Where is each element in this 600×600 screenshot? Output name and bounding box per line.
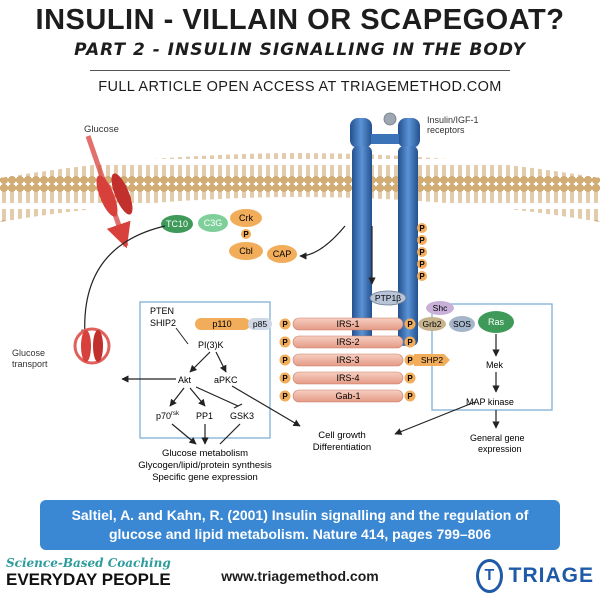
svg-text:P: P [243, 230, 249, 239]
svg-text:PI(3)K: PI(3)K [198, 340, 224, 350]
svg-text:P: P [407, 392, 413, 401]
svg-text:IRS-1: IRS-1 [336, 319, 359, 329]
svg-text:General gene: General gene [470, 433, 525, 443]
svg-text:Differentiation: Differentiation [313, 442, 371, 453]
svg-text:P: P [282, 392, 288, 401]
svg-text:P: P [419, 236, 425, 245]
svg-text:MAP kinase: MAP kinase [466, 397, 514, 407]
article-note: FULL ARTICLE OPEN ACCESS AT TRIAGEMETHOD… [98, 79, 502, 95]
svg-text:Cell growth: Cell growth [318, 430, 366, 441]
citation-line-1: Saltiel, A. and Kahn, R. (2001) Insulin … [71, 507, 529, 523]
svg-text:SHIP2: SHIP2 [150, 318, 176, 328]
svg-text:CAP: CAP [273, 249, 292, 259]
irs-proteins: P IRS-1 P P IRS-2 P P IRS-3 P P IRS-4 P … [279, 317, 416, 403]
svg-text:Glucose metabolism: Glucose metabolism [162, 448, 248, 459]
svg-text:GSK3: GSK3 [230, 411, 254, 421]
svg-text:P: P [407, 374, 413, 383]
insulin-receptor [350, 112, 420, 346]
svg-text:PTEN: PTEN [150, 306, 174, 316]
svg-text:PP1: PP1 [196, 411, 213, 421]
svg-text:P: P [419, 248, 425, 257]
svg-text:Cbl: Cbl [239, 246, 253, 256]
svg-text:Ras: Ras [488, 317, 505, 327]
svg-text:Glycogen/lipid/protein synthes: Glycogen/lipid/protein synthesis [138, 460, 272, 471]
svg-text:C3G: C3G [204, 218, 223, 228]
svg-text:IRS-2: IRS-2 [336, 337, 359, 347]
poster-subtitle: PART 2 - INSULIN SIGNALLING IN THE BODY [74, 40, 526, 60]
svg-text:P: P [282, 356, 288, 365]
website-url[interactable]: www.triagemethod.com [221, 568, 379, 584]
svg-text:SHP2: SHP2 [421, 355, 443, 365]
svg-text:Shc: Shc [433, 303, 448, 313]
svg-text:Glucose: Glucose [12, 348, 45, 358]
divider [90, 70, 510, 71]
citation-banner: Saltiel, A. and Kahn, R. (2001) Insulin … [40, 500, 560, 550]
svg-text:P: P [407, 338, 413, 347]
svg-text:SOS: SOS [453, 319, 471, 329]
svg-text:Mek: Mek [486, 360, 504, 370]
receptor-phosphates: P P P P P [417, 223, 427, 281]
glucose-transport-vesicle [73, 327, 111, 365]
cell-membrane [0, 153, 600, 222]
svg-text:Crk: Crk [239, 213, 253, 223]
glucose-label: Glucose [84, 124, 119, 135]
svg-text:p85: p85 [253, 319, 267, 329]
citation-line-2: glucose and lipid metabolism. Nature 414… [108, 526, 492, 542]
receptor-label-line1: Insulin/IGF-1 [427, 115, 479, 125]
receptor-label-line2: receptors [427, 125, 465, 135]
insulin-signalling-diagram: Glucose Insulin/IGF-1 receptors P P P P … [0, 112, 600, 483]
svg-text:transport: transport [12, 359, 48, 369]
svg-text:P: P [282, 374, 288, 383]
svg-text:P: P [419, 272, 425, 281]
svg-text:IRS-3: IRS-3 [336, 355, 359, 365]
tc10-complex: TC10 C3G Crk P Cbl CAP [161, 209, 297, 263]
svg-text:Specific gene expression: Specific gene expression [152, 472, 258, 483]
poster-title: INSULIN - VILLAIN OR SCAPEGOAT? [35, 4, 565, 36]
svg-text:P: P [419, 260, 425, 269]
svg-text:IRS-4: IRS-4 [336, 373, 359, 383]
svg-text:P: P [419, 224, 425, 233]
svg-text:Grb2: Grb2 [423, 319, 442, 329]
svg-text:expression: expression [478, 444, 522, 454]
triage-mark-icon: T [476, 559, 503, 593]
svg-text:Gab-1: Gab-1 [335, 391, 360, 401]
everyday-people-logo: Science-Based Coaching EVERYDAY PEOPLE [6, 556, 171, 589]
svg-text:P: P [407, 356, 413, 365]
svg-text:P: P [407, 320, 413, 329]
svg-text:Akt: Akt [178, 375, 192, 385]
triage-text: TRIAGE [508, 564, 594, 587]
glucose-arrow [85, 135, 131, 249]
svg-text:p110: p110 [212, 319, 231, 329]
svg-text:TC10: TC10 [166, 219, 188, 229]
svg-text:P: P [282, 320, 288, 329]
svg-text:P: P [282, 338, 288, 347]
svg-text:aPKC: aPKC [214, 375, 238, 385]
svg-text:p70rsk: p70rsk [156, 411, 180, 421]
svg-text:PTP1β: PTP1β [375, 293, 401, 303]
triage-logo: T TRIAGE [476, 558, 594, 594]
